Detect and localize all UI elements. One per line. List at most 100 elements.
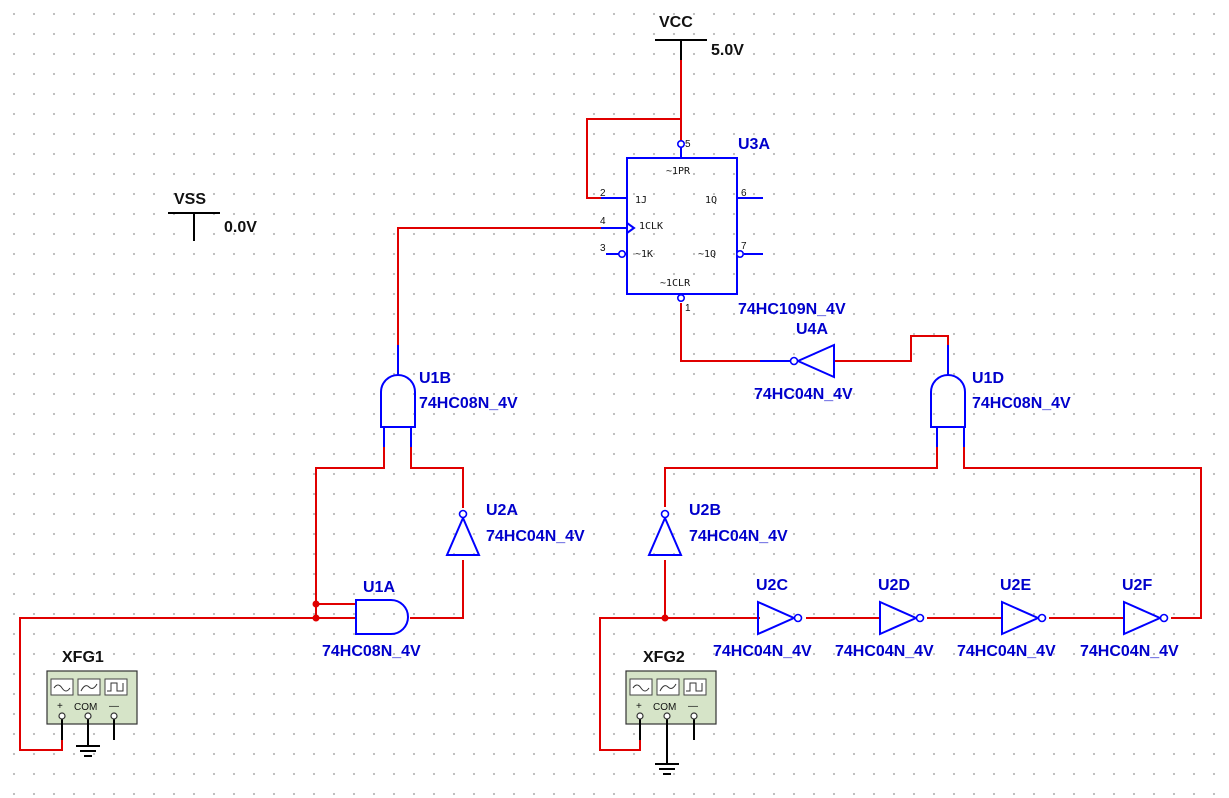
- pin-q-label: 1Q: [705, 195, 717, 206]
- vss-symbol: [168, 212, 220, 241]
- u2e-part: 74HC04N_4V: [957, 643, 1056, 660]
- inverter-u2e[interactable]: U2E 74HC04N_4V: [957, 577, 1056, 660]
- u2c-part: 74HC04N_4V: [713, 643, 812, 660]
- xfg1-sine-icon: [53, 684, 71, 692]
- pr-bubble: [676, 140, 685, 149]
- xfg2-triangle-icon: [659, 683, 677, 692]
- xfg1-plus: +: [57, 701, 63, 712]
- wire-xfg1-to-u1a[interactable]: [19, 617, 355, 751]
- pin-clk-label: 1CLK: [639, 221, 663, 232]
- pin-clk-number: 4: [600, 216, 606, 227]
- xfg2-plus: +: [636, 701, 642, 712]
- xfg2-com: COM: [653, 702, 676, 713]
- xfg1-square-icon: [107, 682, 124, 692]
- pin-qn-number: 7: [741, 241, 747, 252]
- wire-clr-to-u4a[interactable]: [680, 303, 760, 362]
- inverter-u2c[interactable]: U2C 74HC04N_4V: [713, 577, 812, 660]
- wires: [19, 40, 1202, 751]
- xfg2-minus-terminal[interactable]: [690, 712, 698, 720]
- wire-xfg2-to-chain[interactable]: [599, 617, 760, 751]
- flipflop-pin-leads: [601, 147, 763, 298]
- xfg2-minus: —: [688, 701, 698, 712]
- clr-bubble: [676, 293, 685, 302]
- pin-j-number: 2: [600, 188, 606, 199]
- wire-u1d-to-u2b[interactable]: [664, 447, 938, 507]
- u1a-body: [355, 599, 409, 635]
- vcc-symbol: [655, 39, 707, 60]
- qn-bubble: [735, 250, 744, 259]
- xfg2-com-terminal[interactable]: [663, 712, 671, 720]
- pin-clr-number: 1: [685, 303, 691, 314]
- u2f-bubble: [1159, 613, 1169, 623]
- u2c-bubble: [793, 613, 803, 623]
- and-gate-u1d[interactable]: U1D 74HC08N_4V: [930, 345, 1071, 447]
- k-bubble: [617, 250, 626, 259]
- xfg1-plus-terminal[interactable]: [58, 712, 66, 720]
- u2c-ref: U2C: [756, 577, 788, 594]
- xfg1-com-terminal[interactable]: [84, 712, 92, 720]
- u1b-body: [380, 374, 416, 428]
- junction-u1a: [312, 600, 320, 608]
- xfg1-minus-terminal[interactable]: [110, 712, 118, 720]
- wire-u1b-to-clk[interactable]: [397, 227, 622, 345]
- function-generator-xfg1[interactable]: XFG1 + COM —: [46, 649, 138, 757]
- xfg1-minus: —: [109, 701, 119, 712]
- u2b-bubble: [660, 509, 670, 519]
- u2a-part: 74HC04N_4V: [486, 528, 585, 545]
- u2d-part: 74HC04N_4V: [835, 643, 934, 660]
- u1a-part: 74HC08N_4V: [322, 643, 421, 660]
- flipflop-part: 74HC109N_4V: [738, 301, 846, 318]
- u2b-ref: U2B: [689, 502, 721, 519]
- xfg1-square-button[interactable]: [104, 678, 128, 696]
- u2b-body: [647, 515, 683, 556]
- wire-u4a-to-u1d[interactable]: [834, 335, 949, 362]
- junction-u2b: [661, 614, 669, 622]
- xfg2-terminals-ground: [639, 716, 695, 775]
- flipflop-ref: U3A: [738, 136, 770, 153]
- junction-xfg1: [312, 614, 320, 622]
- xfg2-name: XFG2: [643, 649, 685, 666]
- vss-source[interactable]: VSS 0.0V: [168, 191, 257, 241]
- u4a-part: 74HC04N_4V: [754, 386, 853, 403]
- inverter-u2f[interactable]: U2F 74HC04N_4V: [1080, 577, 1179, 660]
- vcc-source[interactable]: VCC 5.0V: [655, 14, 744, 60]
- xfg1-triangle-icon: [80, 683, 98, 692]
- clock-triangle: [626, 222, 636, 234]
- u2d-bubble: [915, 613, 925, 623]
- u2e-bubble: [1037, 613, 1047, 623]
- u1b-leads: [383, 345, 412, 447]
- function-generator-xfg2[interactable]: XFG2 + COM —: [625, 649, 717, 775]
- flipflop-u3a[interactable]: ~1PR 1J 1CLK ~1K 1Q ~1Q ~1CLR 5 2 4 3 6 …: [600, 136, 846, 318]
- u1b-ref: U1B: [419, 370, 451, 387]
- pin-pr-number: 5: [685, 139, 691, 150]
- xfg2-square-button[interactable]: [683, 678, 707, 696]
- u1b-part: 74HC08N_4V: [419, 395, 518, 412]
- and-gate-u1b[interactable]: U1B 74HC08N_4V: [380, 345, 518, 447]
- u2f-body: [1123, 600, 1163, 636]
- xfg1-terminals-ground: [61, 716, 115, 757]
- u2a-body: [445, 515, 481, 556]
- wire-u1d-to-u2f[interactable]: [963, 447, 1202, 619]
- and-gate-u1a[interactable]: U1A 74HC08N_4V: [322, 579, 421, 660]
- inverter-u2d[interactable]: U2D 74HC04N_4V: [835, 577, 934, 660]
- u4a-bubble: [789, 356, 799, 366]
- pin-qn-label: ~1Q: [698, 249, 716, 260]
- wire-u1b-inA[interactable]: [315, 447, 385, 618]
- inverter-u4a[interactable]: U4A 74HC04N_4V: [754, 321, 853, 403]
- pin-j-label: 1J: [635, 195, 647, 206]
- pin-k-number: 3: [600, 243, 606, 254]
- wire-u1a-to-u2a[interactable]: [410, 560, 464, 619]
- xfg2-plus-terminal[interactable]: [636, 712, 644, 720]
- pin-clr-label: ~1CLR: [660, 278, 691, 289]
- inverter-u2a[interactable]: U2A 74HC04N_4V: [445, 502, 585, 556]
- vcc-value: 5.0V: [711, 42, 744, 59]
- inverter-u2b[interactable]: U2B 74HC04N_4V: [647, 502, 788, 556]
- wire-u2a-to-u1b[interactable]: [410, 447, 464, 508]
- u2f-part: 74HC04N_4V: [1080, 643, 1179, 660]
- u1d-ref: U1D: [972, 370, 1004, 387]
- u2b-part: 74HC04N_4V: [689, 528, 788, 545]
- u2d-body: [879, 600, 919, 636]
- u2e-ref: U2E: [1000, 577, 1031, 594]
- u2d-ref: U2D: [878, 577, 910, 594]
